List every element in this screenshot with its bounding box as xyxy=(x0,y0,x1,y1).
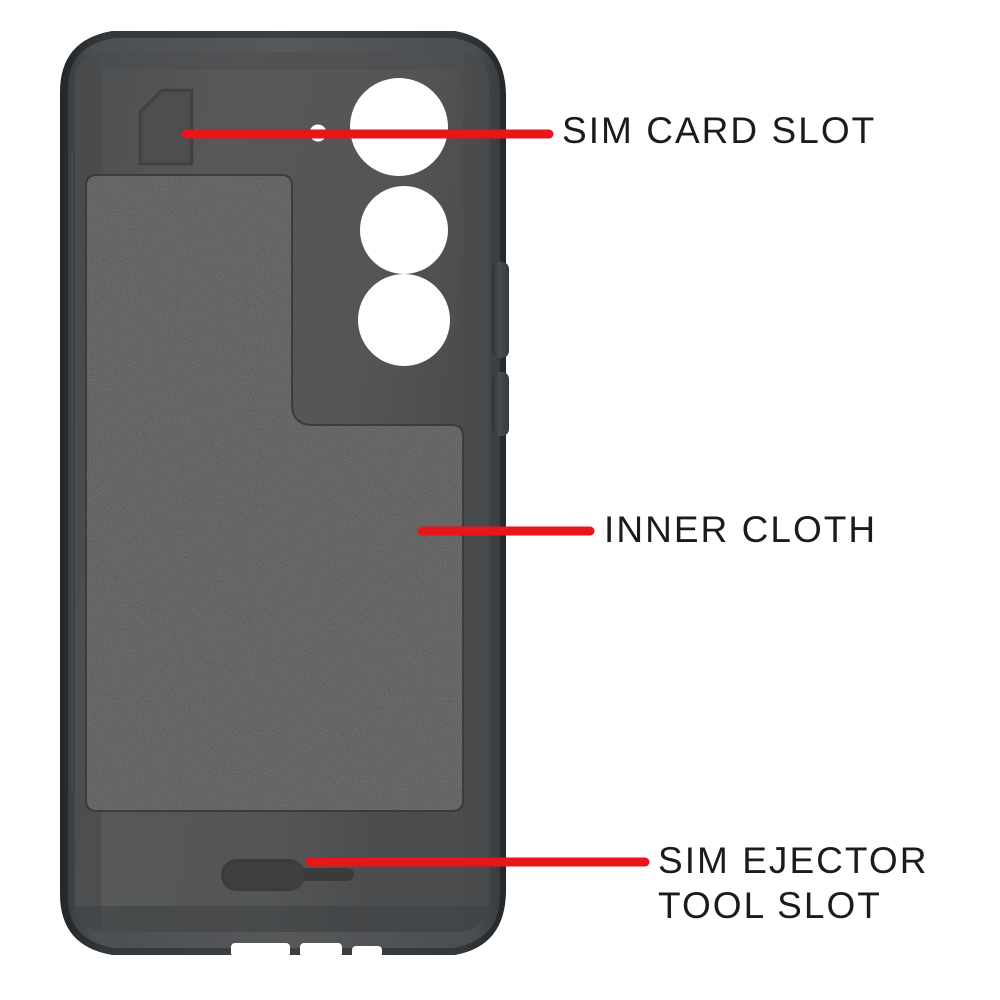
camera-cutout-2 xyxy=(360,186,448,274)
speaker-cutout-left xyxy=(231,943,290,957)
callout-label-sim-card-slot: SIM CARD SLOT xyxy=(562,110,877,151)
camera-cutout-3 xyxy=(358,274,450,366)
bottom-port-cutouts xyxy=(231,943,382,958)
inner-cloth-edge-highlight xyxy=(85,174,464,812)
phone-case-body xyxy=(60,31,509,958)
leader-lines xyxy=(181,129,650,867)
power-button xyxy=(492,372,509,436)
inner-cloth-texture xyxy=(86,175,463,811)
volume-button xyxy=(492,262,509,358)
sim-card-slot-inner-shade xyxy=(144,95,188,160)
callout-label-inner-cloth: INNER CLOTH xyxy=(604,509,878,550)
charging-port-cutout xyxy=(300,943,342,957)
callout-label-line-2: TOOL SLOT xyxy=(658,885,882,927)
callout-label-line-1: SIM EJECTOR xyxy=(658,840,929,881)
sim-ejector-tool-slot-recess xyxy=(221,859,354,891)
camera-cutout-1 xyxy=(350,78,448,176)
speaker-cutout-right xyxy=(352,946,382,958)
